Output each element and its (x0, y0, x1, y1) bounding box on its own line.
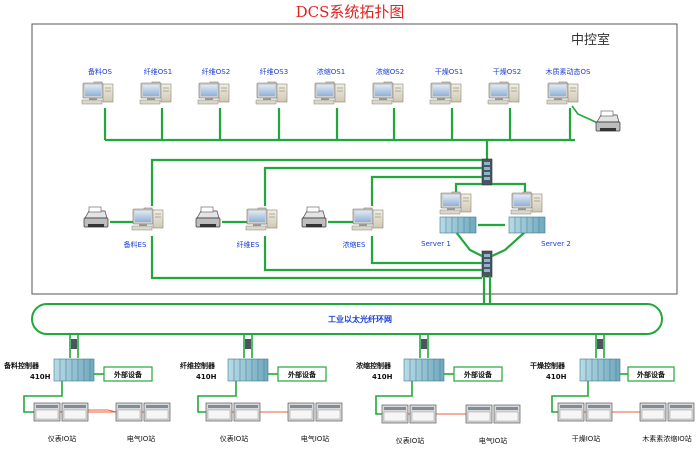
fiber-ring-network (31, 303, 663, 335)
fiber-ring-label: 工业以太光纤环网 (328, 314, 392, 324)
operator-station-label: 纤维OS1 (144, 67, 172, 76)
engineer-station: 备料ES (124, 207, 164, 249)
operator-station: 干燥OS1 (429, 67, 463, 105)
controller-label: 干燥控制器 (530, 361, 566, 370)
controller-model: 410H (196, 373, 217, 381)
operator-station: 木质素动态OS (546, 67, 592, 105)
peripheral-label: 外部设备 (464, 370, 493, 379)
operator-station: 浓缩OS2 (371, 67, 404, 105)
operator-station-label: 纤维OS3 (260, 67, 288, 76)
engineer-station-label: 备料ES (124, 240, 147, 249)
peripheral-label: 外部设备 (637, 370, 666, 379)
printer-icon (83, 206, 109, 228)
operator-station-label: 干燥OS1 (435, 67, 463, 76)
engineer-station: 纤维ES (237, 207, 278, 249)
io-station-label: 木素素浓缩IO站 (642, 434, 692, 443)
io-station-label: 仪表IO站 (48, 434, 77, 443)
server-2: Server 2 (508, 191, 571, 248)
server-1: Server 1 (421, 191, 477, 248)
controller-label: 备料控制器 (3, 361, 40, 370)
bottom-switch-icon (481, 250, 493, 278)
operator-station-label: 木质素动态OS (546, 67, 592, 76)
controller-label: 纤维控制器 (180, 361, 216, 370)
engineer-stations: 备料ES 纤维ES 浓缩ES (124, 207, 384, 249)
peripheral-label: 外部设备 (288, 370, 317, 379)
io-station-label: 仪表IO站 (396, 436, 425, 445)
engineer-station-label: 浓缩ES (343, 240, 366, 249)
server-label: Server 2 (541, 240, 571, 248)
operator-station: 纤维OS3 (255, 67, 288, 105)
field-unit: 干燥控制器 410H 外部设备 干燥IO站 木素素浓缩IO站 (530, 334, 695, 443)
io-station-label: 电气IO站 (479, 436, 508, 445)
operator-station-label: 干燥OS2 (493, 67, 521, 76)
field-switch-icon (597, 339, 603, 349)
printer-icon (595, 110, 621, 132)
io-station-label: 电气IO站 (127, 434, 156, 443)
controller-model: 410H (372, 373, 393, 381)
operator-station: 纤维OS2 (197, 67, 230, 105)
peripheral-label: 外部设备 (114, 370, 143, 379)
operator-stations: 备料OS 纤维OS1 纤维OS2 纤维OS3 浓缩OS1 浓缩OS2 干燥OS1 (81, 67, 592, 105)
peripheral-box (277, 366, 327, 382)
peripheral-box (627, 366, 675, 382)
controller-model: 410H (30, 373, 51, 381)
engineer-station-label: 纤维ES (237, 240, 260, 249)
operator-station: 干燥OS2 (487, 67, 521, 105)
os-bus (103, 105, 601, 160)
operator-station: 纤维OS1 (139, 67, 172, 105)
io-station-label: 仪表IO站 (220, 434, 249, 443)
operator-station-label: 浓缩OS2 (376, 67, 404, 76)
controller-model: 410H (546, 373, 567, 381)
operator-station: 备料OS (81, 67, 114, 105)
operator-station-label: 浓缩OS1 (317, 67, 345, 76)
field-unit: 备料控制器 410H 外部设备 仪表IO站 电气IO站 (3, 334, 171, 443)
station-links (110, 158, 527, 306)
engineer-station: 浓缩ES (343, 207, 384, 249)
printer-icon (301, 206, 327, 228)
field-unit: 浓缩控制器 410H 外部设备 仪表IO站 电气IO站 (356, 334, 521, 445)
control-room-label: 中控室 (571, 32, 610, 48)
top-switch-icon (481, 158, 493, 186)
io-station-label: 电气IO站 (301, 434, 330, 443)
controller-label: 浓缩控制器 (356, 361, 392, 370)
peripheral-box (453, 366, 503, 382)
field-switch-icon (421, 339, 427, 349)
field-unit: 纤维控制器 410H 外部设备 仪表IO站 电气IO站 (180, 334, 343, 443)
operator-station-label: 纤维OS2 (202, 67, 230, 76)
operator-station: 浓缩OS1 (313, 67, 346, 105)
field-switch-icon (245, 339, 251, 349)
printer-icon (195, 206, 221, 228)
io-station-label: 干燥IO站 (572, 434, 601, 443)
diagram-title: DCS系统拓扑图 (296, 3, 405, 21)
server-label: Server 1 (421, 240, 451, 248)
operator-station-label: 备料OS (88, 67, 113, 76)
control-room-frame (31, 23, 678, 295)
field-switch-icon (71, 339, 77, 349)
peripheral-box (103, 366, 153, 382)
